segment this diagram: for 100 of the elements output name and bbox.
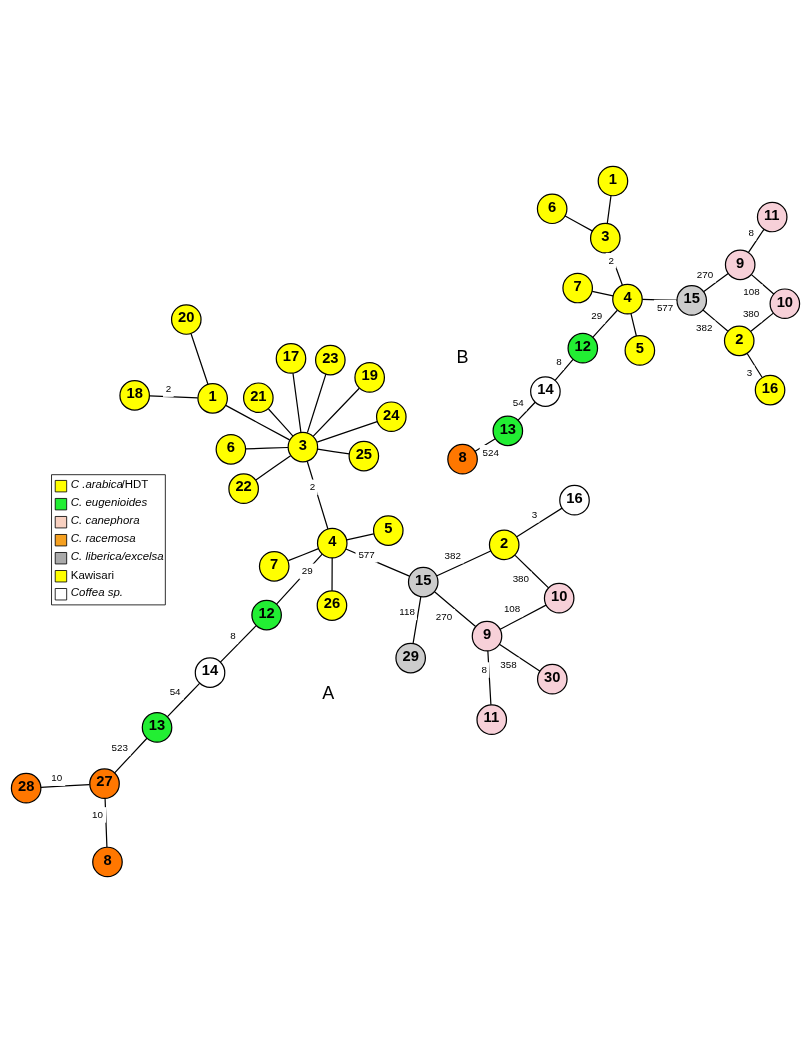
node-circle: 21 — [243, 381, 274, 413]
node-circle: 22 — [228, 472, 259, 504]
edge-label: 380 — [512, 572, 530, 584]
connector — [592, 309, 618, 338]
connector — [750, 312, 774, 332]
edge-label: 29 — [301, 564, 313, 576]
node-circle: 15 — [407, 566, 439, 597]
edge-label: 8 — [230, 629, 236, 641]
legend-label: C .arabica/HDT — [70, 477, 149, 490]
connector — [609, 250, 623, 286]
connector — [514, 554, 550, 588]
edge-label: 382 — [696, 321, 713, 333]
node-circle: 1 — [197, 382, 228, 414]
edge-label: 270 — [435, 610, 453, 622]
node-circle: 16 — [559, 484, 590, 516]
node-circle: 4 — [316, 527, 348, 558]
edge-label: 8 — [556, 355, 562, 367]
connector — [591, 290, 614, 297]
edge-label: 54 — [169, 685, 181, 697]
node-circle: 10 — [769, 287, 801, 319]
connector — [317, 448, 350, 455]
connector — [267, 407, 294, 437]
connector — [225, 404, 291, 440]
edge-label: 118 — [399, 605, 416, 617]
connector — [606, 194, 612, 224]
label: B — [456, 346, 469, 367]
legend-label: C. eugenioides — [70, 495, 148, 508]
connector — [190, 332, 209, 385]
edge-label: 29 — [591, 309, 603, 321]
edge-label: 2 — [165, 382, 172, 394]
node-circle: 20 — [170, 303, 202, 335]
node-circle: 24 — [375, 400, 407, 432]
edge-label: 523 — [111, 741, 128, 753]
connector — [703, 272, 729, 292]
node-circle: 5 — [372, 514, 404, 546]
connector — [219, 624, 257, 663]
node-circle: 29 — [395, 642, 427, 673]
node-circle: 14 — [530, 375, 561, 407]
edge-label: 8 — [748, 226, 754, 238]
node-circle: 6 — [215, 433, 247, 465]
node-circle: 18 — [119, 379, 151, 411]
node-circle: 25 — [348, 440, 380, 471]
connector — [275, 553, 323, 605]
connector — [554, 358, 574, 381]
node-circle: 11 — [476, 703, 508, 735]
connector — [287, 547, 320, 561]
node-circle: 7 — [562, 272, 594, 303]
edge-label: 10 — [92, 808, 103, 820]
connector — [306, 373, 327, 433]
node-circle: 26 — [316, 589, 348, 621]
legend-label: Kawisari — [70, 568, 115, 581]
node-circle: 8 — [447, 443, 478, 474]
connector — [114, 737, 148, 773]
edge-label: 2 — [608, 254, 615, 266]
node-circle: 16 — [754, 374, 786, 405]
node-circle: 28 — [10, 772, 42, 804]
node-circle: 5 — [624, 334, 656, 366]
node-circle: 3 — [589, 222, 621, 254]
edge-label: 358 — [500, 658, 517, 670]
edge-label: 3 — [531, 508, 538, 520]
node-circle: 27 — [89, 767, 120, 799]
edge-label: 108 — [743, 285, 760, 297]
connector — [316, 420, 378, 443]
edge-label: 270 — [696, 268, 714, 280]
connector — [474, 437, 496, 452]
edge-label: 380 — [742, 307, 760, 319]
connector — [149, 394, 199, 398]
node-circle: 23 — [314, 344, 346, 375]
node-circle: 2 — [723, 324, 755, 356]
edge-label: 8 — [481, 663, 488, 675]
node-circle: 6 — [536, 192, 568, 224]
node-circle: 8 — [92, 846, 123, 877]
node-circle: 17 — [275, 342, 307, 374]
connector — [630, 312, 637, 337]
connector — [292, 371, 302, 433]
label: A — [322, 682, 335, 703]
connector — [746, 352, 763, 378]
node-circle: 1 — [597, 165, 629, 196]
node-circle: 10 — [543, 582, 575, 613]
node-circle: 7 — [258, 550, 290, 582]
edge-label: 382 — [444, 549, 461, 561]
edge-label: 54 — [512, 396, 524, 408]
connector — [104, 797, 108, 848]
node-circle: 3 — [287, 431, 319, 462]
edge-label: 577 — [656, 301, 674, 313]
connector — [702, 308, 729, 332]
edge-label: 524 — [482, 446, 499, 458]
connector — [487, 649, 492, 705]
connector — [245, 446, 289, 449]
node-circle: 13 — [492, 415, 524, 446]
connector — [40, 783, 91, 788]
edge-label: 10 — [51, 771, 63, 783]
edge-label: 2 — [309, 480, 316, 492]
connector — [564, 214, 593, 232]
node-circle: 2 — [488, 528, 520, 560]
connector — [750, 273, 775, 295]
node-circle: 13 — [141, 711, 173, 743]
node-circle: 12 — [251, 599, 282, 630]
node-circle: 30 — [536, 663, 568, 695]
node-circle: 11 — [756, 201, 788, 232]
